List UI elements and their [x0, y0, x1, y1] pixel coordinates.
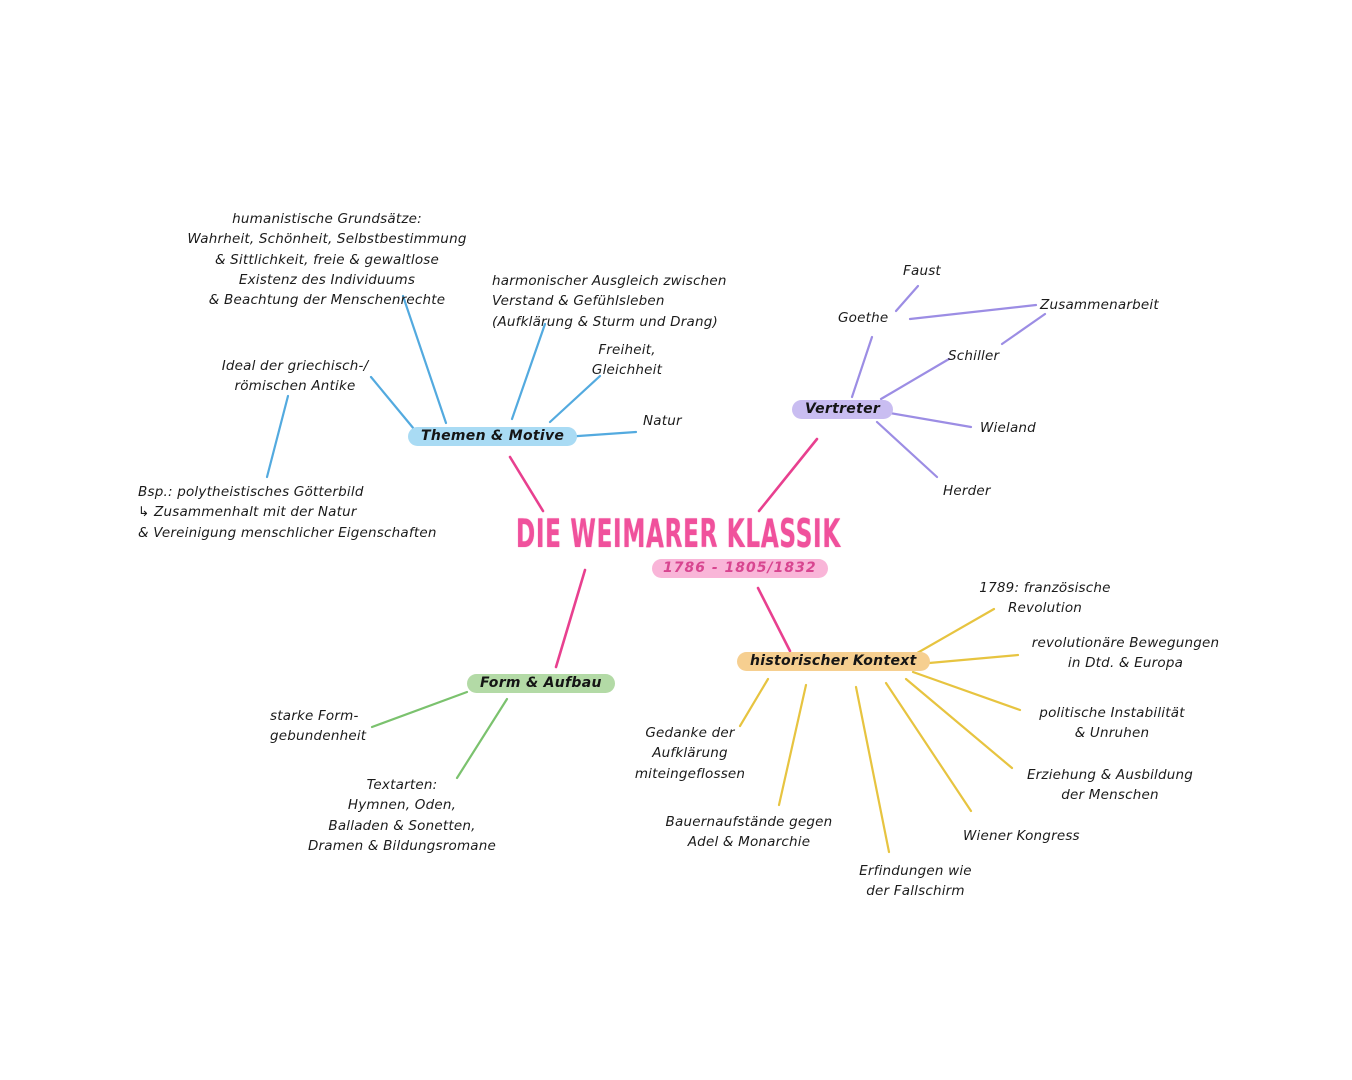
- branch-vertreter: Vertreter: [792, 400, 894, 419]
- date-badge: 1786 - 1805/1832: [652, 559, 828, 578]
- edge-kontext-1789: [910, 607, 996, 658]
- edge-themen-harmonischer: [510, 322, 547, 421]
- node-natur: Natur: [643, 413, 682, 429]
- edge-schiller-zusammenarbeit: [1000, 312, 1047, 346]
- edge-kontext-gedanke: [738, 677, 770, 728]
- page-title-text: DIE WEIMARER KLASSIK: [516, 510, 841, 557]
- node-schiller: Schiller: [948, 348, 1000, 364]
- node-revolutionaere-bewegungen: revolutionäre Bewegungen in Dtd. & Europ…: [1031, 635, 1220, 672]
- branch-historischer-kontext: historischer Kontext: [737, 652, 930, 671]
- edge-kontext-wiener: [884, 681, 973, 813]
- edge-kontext-erfindungen: [854, 685, 891, 854]
- edge-vertreter-wieland: [882, 410, 973, 429]
- edge-center-vertreter: [757, 437, 819, 513]
- edge-center-kontext: [756, 586, 792, 653]
- edge-themen-ideal: [369, 375, 416, 431]
- edge-kontext-erziehung: [904, 677, 1014, 770]
- edge-themen-humanistische: [401, 294, 448, 425]
- edge-themen-freiheit: [548, 374, 602, 424]
- node-erfindungen-fallschirm: Erfindungen wie der Fallschirm: [859, 863, 972, 900]
- edge-center-form: [554, 568, 587, 669]
- edge-ideal-beispiel: [265, 394, 290, 479]
- node-gedanke-aufklaerung: Gedanke der Aufklärung miteingeflossen: [634, 725, 746, 782]
- node-franzoesische-revolution: 1789: französische Revolution: [979, 580, 1111, 617]
- node-erziehung-ausbildung: Erziehung & Ausbildung der Menschen: [1026, 767, 1194, 804]
- edge-form-starke: [370, 690, 469, 729]
- node-wieland: Wieland: [980, 420, 1036, 436]
- node-goethe: Goethe: [838, 310, 889, 326]
- node-ideal-antike: Ideal der griechisch-/ römischen Antike: [221, 358, 369, 395]
- branch-themen-motive: Themen & Motive: [408, 427, 578, 446]
- edge-kontext-politische: [911, 670, 1022, 712]
- node-freiheit-gleichheit: Freiheit, Gleichheit: [591, 342, 663, 379]
- node-beispiel-goetterbild: Bsp.: polytheistisches Götterbild ↳ Zusa…: [138, 484, 437, 541]
- edge-vertreter-schiller: [879, 357, 951, 401]
- edge-kontext-bauern: [777, 683, 808, 807]
- node-humanistische-grundsaetze: humanistische Grundsätze: Wahrheit, Schö…: [187, 211, 467, 308]
- edge-vertreter-goethe: [850, 335, 874, 399]
- node-wiener-kongress: Wiener Kongress: [963, 828, 1080, 844]
- node-faust: Faust: [903, 263, 941, 279]
- branch-form-aufbau: Form & Aufbau: [467, 674, 615, 693]
- node-zusammenarbeit: Zusammenarbeit: [1040, 297, 1159, 313]
- edge-vertreter-herder: [875, 420, 939, 479]
- node-bauernaufstaende: Bauernaufstände gegen Adel & Monarchie: [665, 814, 833, 851]
- edge-form-textarten: [455, 697, 509, 780]
- page-title: DIE WEIMARER KLASSIK: [516, 510, 840, 556]
- node-starke-formgebundenheit: starke Form- gebundenheit: [270, 708, 367, 745]
- node-textarten: Textarten: Hymnen, Oden, Balladen & Sone…: [307, 777, 497, 854]
- edge-goethe-faust: [894, 284, 920, 313]
- node-herder: Herder: [943, 483, 991, 499]
- node-harmonischer-ausgleich: harmonischer Ausgleich zwischen Verstand…: [492, 273, 727, 330]
- edge-goethe-zusammenarbeit: [908, 303, 1038, 321]
- node-politische-instabilitaet: politische Instabilität & Unruhen: [1039, 705, 1185, 742]
- edge-kontext-revolutionaere: [916, 653, 1020, 666]
- edge-center-themen: [508, 455, 545, 513]
